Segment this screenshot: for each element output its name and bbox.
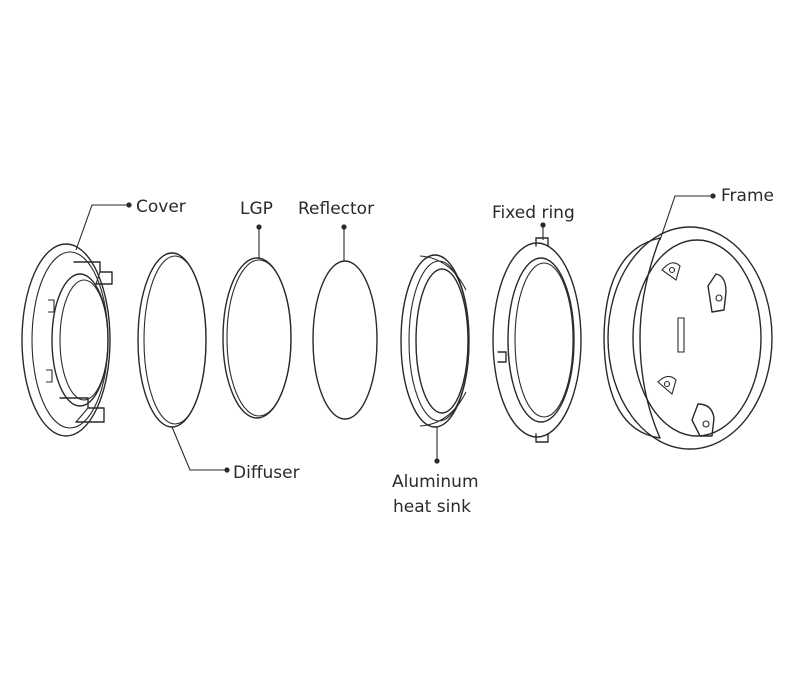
lgp-label: LGP bbox=[240, 199, 273, 219]
lgp-part bbox=[222, 257, 292, 419]
cover-part bbox=[21, 243, 113, 437]
cover-label: Cover bbox=[136, 197, 186, 217]
aluminum-heat-sink-label-line2: heat sink bbox=[393, 497, 471, 517]
frame-part bbox=[603, 226, 773, 450]
diffuser-part bbox=[137, 252, 207, 428]
leader-lines bbox=[75, 193, 716, 473]
aluminum-heat-sink-part bbox=[400, 254, 470, 428]
frame-label: Frame bbox=[721, 186, 774, 206]
reflector-part bbox=[312, 260, 378, 420]
aluminum-heat-sink-label-line1: Aluminum bbox=[392, 472, 479, 492]
fixed-ring-part bbox=[492, 237, 582, 443]
reflector-label: Reflector bbox=[298, 199, 374, 219]
fixed-ring-label: Fixed ring bbox=[492, 203, 575, 223]
diffuser-label: Diffuser bbox=[233, 463, 300, 483]
